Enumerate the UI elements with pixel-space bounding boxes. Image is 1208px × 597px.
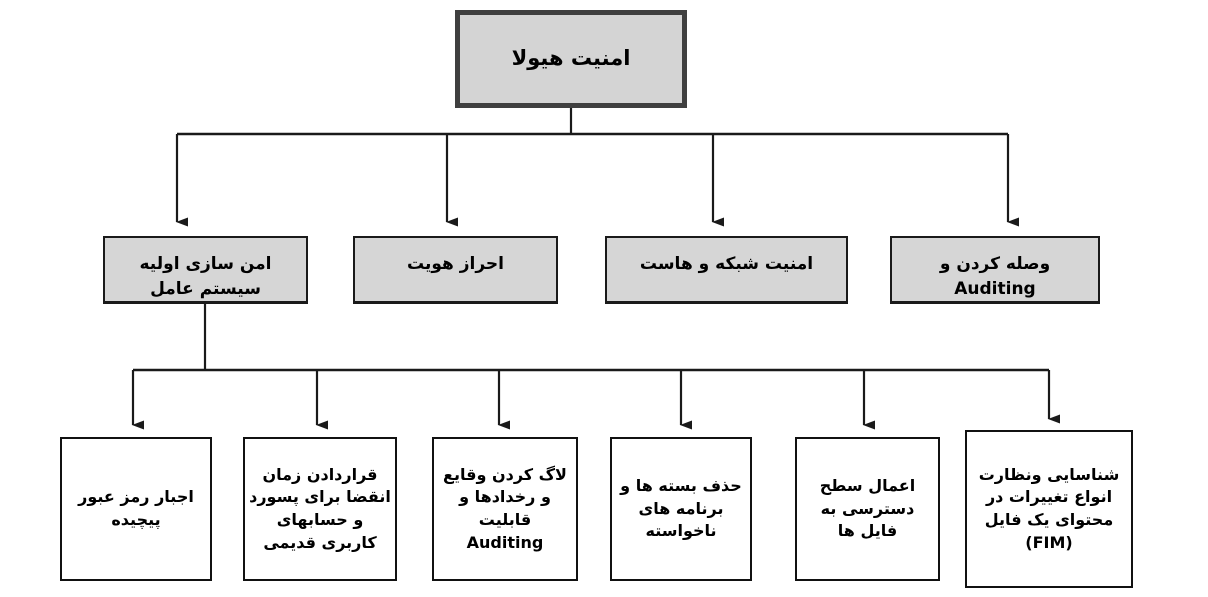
node-password-expiry-label: قراردادن زمان انقضا برای پسورد و حسابهای…: [249, 464, 391, 552]
node-patching-auditing[interactable]: وصله کردن و Auditing: [890, 236, 1100, 304]
node-event-logging-label: لاگ کردن وقایع و رخدادها و قابلیت Auditi…: [443, 464, 567, 552]
node-root-security[interactable]: امنیت هیولا: [455, 10, 687, 108]
node-network-host-security-label: امنیت شبکه و هاست: [639, 254, 814, 274]
node-complex-password[interactable]: اجبار رمز عبور پیچیده: [60, 437, 212, 581]
node-file-access-control[interactable]: اعمال سطح دسترسی به فایل ها: [795, 437, 940, 581]
node-file-integrity-monitoring[interactable]: شناسایی ونظارت انواع تغییرات در محتوای ی…: [965, 430, 1133, 588]
node-complex-password-label: اجبار رمز عبور پیچیده: [78, 487, 194, 529]
node-event-logging[interactable]: لاگ کردن وقایع و رخدادها و قابلیت Auditi…: [432, 437, 578, 581]
node-patching-auditing-label: وصله کردن و Auditing: [939, 254, 1051, 299]
node-authentication[interactable]: احراز هویت: [353, 236, 558, 304]
node-file-integrity-monitoring-label: شناسایی ونظارت انواع تغییرات در محتوای ی…: [978, 464, 1120, 552]
node-password-expiry[interactable]: قراردادن زمان انقضا برای پسورد و حسابهای…: [243, 437, 397, 581]
node-remove-unwanted-packages[interactable]: حذف بسته ها و برنامه های ناخواسته: [610, 437, 752, 581]
node-remove-unwanted-packages-label: حذف بسته ها و برنامه های ناخواسته: [620, 475, 742, 541]
node-network-host-security[interactable]: امنیت شبکه و هاست: [605, 236, 848, 304]
node-os-hardening-label: امن سازی اولیه سیستم عامل: [139, 254, 272, 299]
node-root-label: امنیت هیولا: [511, 46, 631, 71]
node-file-access-control-label: اعمال سطح دسترسی به فایل ها: [819, 475, 916, 541]
node-os-hardening[interactable]: امن سازی اولیه سیستم عامل: [103, 236, 308, 304]
node-authentication-label: احراز هویت: [406, 254, 504, 274]
